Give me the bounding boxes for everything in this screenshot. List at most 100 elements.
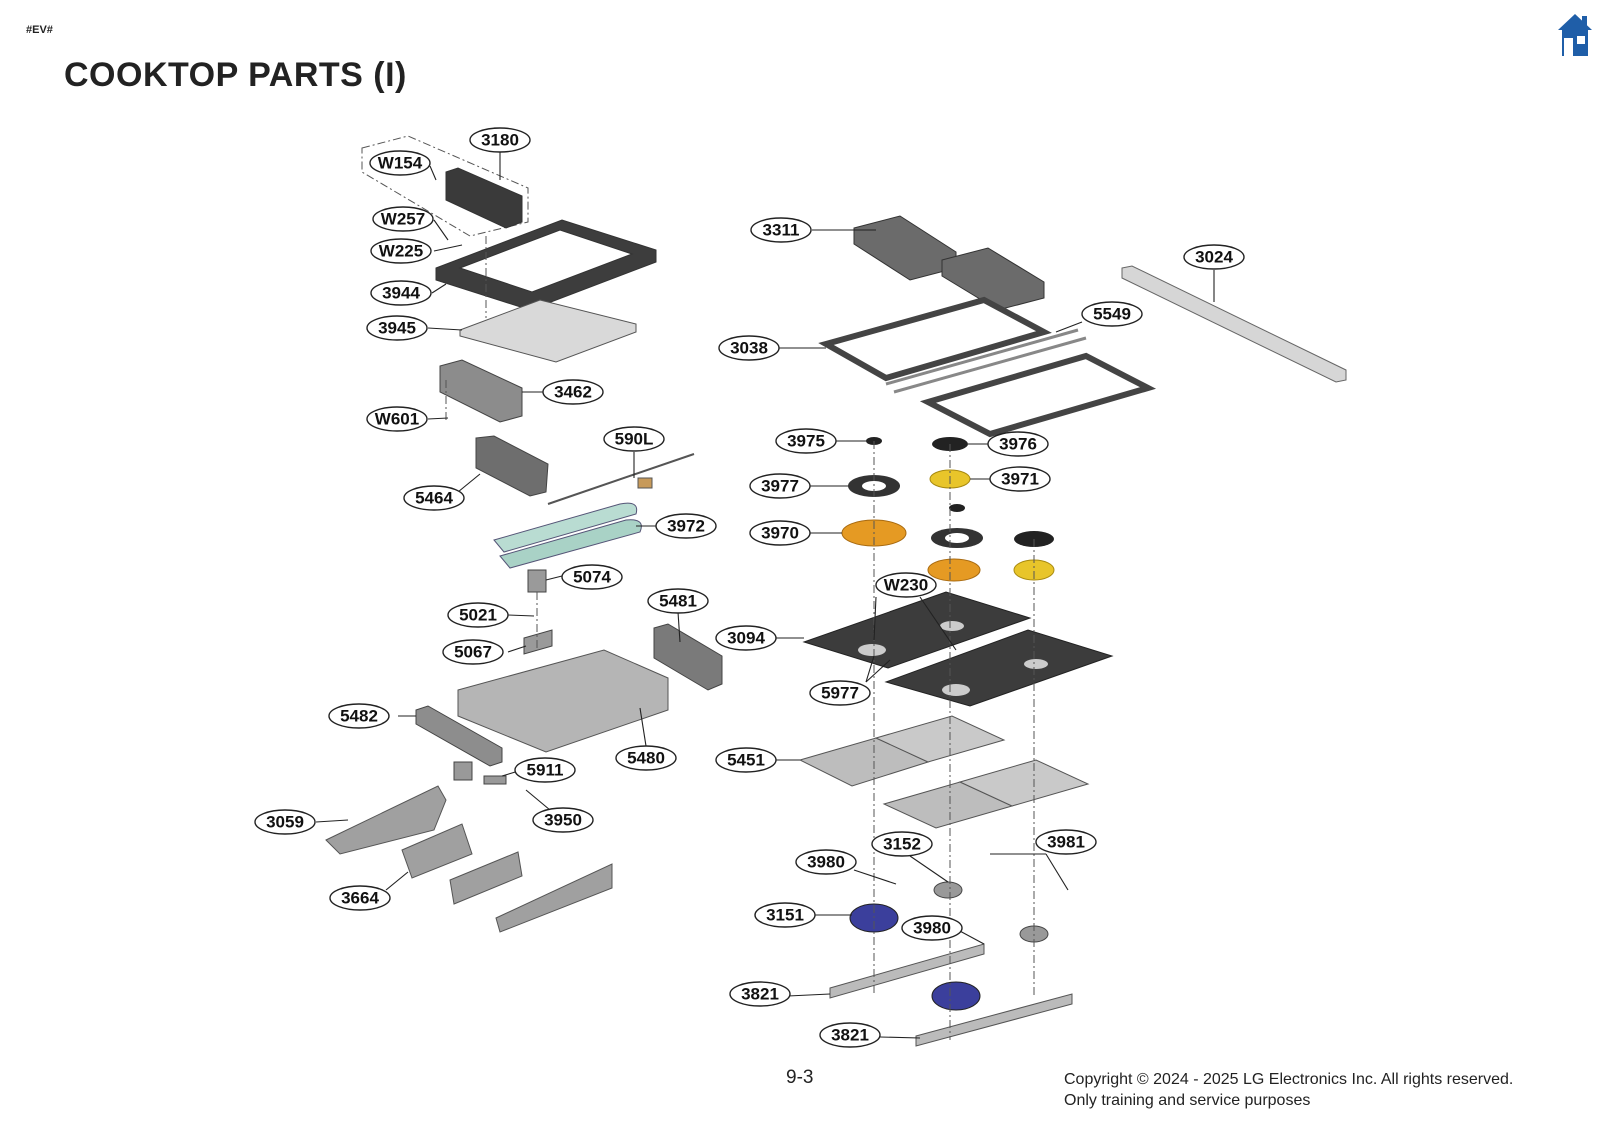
- callout-3980-lower: 3980: [901, 915, 963, 941]
- page-number: 9-3: [786, 1067, 814, 1088]
- svg-text:3971: 3971: [1001, 470, 1039, 489]
- callout-590L: 590L: [603, 426, 665, 452]
- callout-3945: 3945: [366, 315, 428, 341]
- burner-caps-and-heads: [841, 437, 1055, 582]
- callout-3180: 3180: [469, 127, 531, 153]
- svg-text:3980: 3980: [807, 853, 845, 872]
- callout-5549: 5549: [1081, 301, 1143, 327]
- callout-3971: 3971: [989, 466, 1051, 492]
- part-3038-grates: [818, 296, 1157, 438]
- svg-text:590L: 590L: [615, 430, 654, 449]
- svg-text:5074: 5074: [573, 568, 611, 587]
- callout-3980-upper: 3980: [795, 849, 857, 875]
- svg-text:W225: W225: [379, 242, 423, 261]
- callout-5464: 5464: [403, 485, 465, 511]
- svg-text:3059: 3059: [266, 813, 304, 832]
- svg-text:3462: 3462: [554, 383, 592, 402]
- part-3664-bracket: [401, 823, 613, 933]
- callout-5977: 5977: [809, 680, 871, 706]
- part-5482-strip: [415, 705, 503, 767]
- part-5451-heat-shields: [798, 715, 1090, 829]
- callout-5481: 5481: [647, 588, 709, 614]
- part-3972-burner-tube: [493, 453, 695, 569]
- callout-3821-upper: 3821: [729, 981, 791, 1007]
- callout-W154: W154: [369, 150, 431, 176]
- copyright-notice: Copyright © 2024 - 2025 LG Electronics I…: [1064, 1069, 1513, 1111]
- svg-text:3180: 3180: [481, 131, 519, 150]
- part-5464-shield: [475, 435, 549, 497]
- svg-text:3311: 3311: [763, 221, 800, 240]
- svg-text:5977: 5977: [821, 684, 859, 703]
- svg-text:W257: W257: [381, 210, 425, 229]
- svg-text:3152: 3152: [883, 835, 921, 854]
- callout-3981: 3981: [1035, 829, 1097, 855]
- callout-3094: 3094: [715, 625, 777, 651]
- svg-text:3950: 3950: [544, 811, 582, 830]
- part-3462-drip-box: [439, 359, 523, 423]
- callout-W230: W230: [875, 572, 937, 598]
- callout-3972: 3972: [655, 513, 717, 539]
- callout-5451: 5451: [715, 747, 777, 773]
- part-5481-panel: [653, 623, 723, 691]
- svg-text:W601: W601: [375, 410, 419, 429]
- svg-text:5067: 5067: [454, 643, 492, 662]
- callout-5067: 5067: [442, 639, 504, 665]
- callout-5021: 5021: [447, 602, 509, 628]
- svg-text:3977: 3977: [761, 477, 799, 496]
- callout-3462: 3462: [542, 379, 604, 405]
- part-5911-clip: [453, 761, 507, 785]
- svg-text:3038: 3038: [730, 339, 768, 358]
- svg-text:3945: 3945: [378, 319, 416, 338]
- svg-text:3664: 3664: [341, 889, 379, 908]
- svg-text:5482: 5482: [340, 707, 378, 726]
- callout-3151: 3151: [754, 902, 816, 928]
- document-tag: #EV#: [26, 24, 53, 36]
- callout-3152: 3152: [871, 831, 933, 857]
- home-icon[interactable]: [1556, 12, 1594, 58]
- copyright-line-1: Copyright © 2024 - 2025 LG Electronics I…: [1064, 1071, 1514, 1088]
- assembly-center-lines: [445, 236, 1035, 1040]
- svg-text:3970: 3970: [761, 524, 799, 543]
- callout-3024: 3024: [1183, 244, 1245, 270]
- svg-text:5481: 5481: [659, 592, 697, 611]
- part-5074-bracket: [527, 569, 547, 593]
- svg-text:3981: 3981: [1047, 833, 1085, 852]
- part-3944-frame: [435, 219, 657, 311]
- page-title: COOKTOP PARTS (I): [64, 56, 407, 94]
- callout-3970: 3970: [749, 520, 811, 546]
- part-5549-rails: [885, 328, 1087, 394]
- svg-text:W230: W230: [884, 576, 928, 595]
- callout-5480: 5480: [615, 745, 677, 771]
- callout-3977: 3977: [749, 473, 811, 499]
- svg-text:3024: 3024: [1195, 248, 1233, 267]
- part-3180-shape: [445, 167, 523, 229]
- callout-3944: 3944: [370, 280, 432, 306]
- callout-3038: 3038: [718, 335, 780, 361]
- callout-W225: W225: [370, 238, 432, 264]
- part-3024-trim: [1121, 265, 1347, 383]
- callout-3664: 3664: [329, 885, 391, 911]
- part-3094-burner-boxes: [802, 591, 1114, 707]
- callout-3975: 3975: [775, 428, 837, 454]
- svg-text:3972: 3972: [667, 517, 705, 536]
- callout-5911: 5911: [514, 757, 576, 783]
- svg-text:5464: 5464: [415, 489, 453, 508]
- copyright-line-2: Only training and service purposes: [1064, 1092, 1311, 1109]
- griddle-cover-kit-outline: [361, 135, 529, 237]
- part-5480-housing: [457, 649, 669, 753]
- part-5067-bracket: [523, 629, 553, 655]
- svg-text:5021: 5021: [459, 606, 497, 625]
- part-3945-tray: [459, 299, 637, 363]
- valves-and-rails: [829, 881, 1073, 1047]
- callout-3821-lower: 3821: [819, 1022, 881, 1048]
- callout-3950: 3950: [532, 807, 594, 833]
- svg-text:3980: 3980: [913, 919, 951, 938]
- part-3311-grate-top: [853, 215, 1045, 311]
- callout-3311: 3311: [750, 217, 812, 243]
- svg-text:3094: 3094: [727, 629, 765, 648]
- svg-text:3976: 3976: [999, 435, 1037, 454]
- svg-text:3975: 3975: [787, 432, 825, 451]
- part-3059-bracket: [325, 785, 447, 855]
- callout-5482: 5482: [328, 703, 390, 729]
